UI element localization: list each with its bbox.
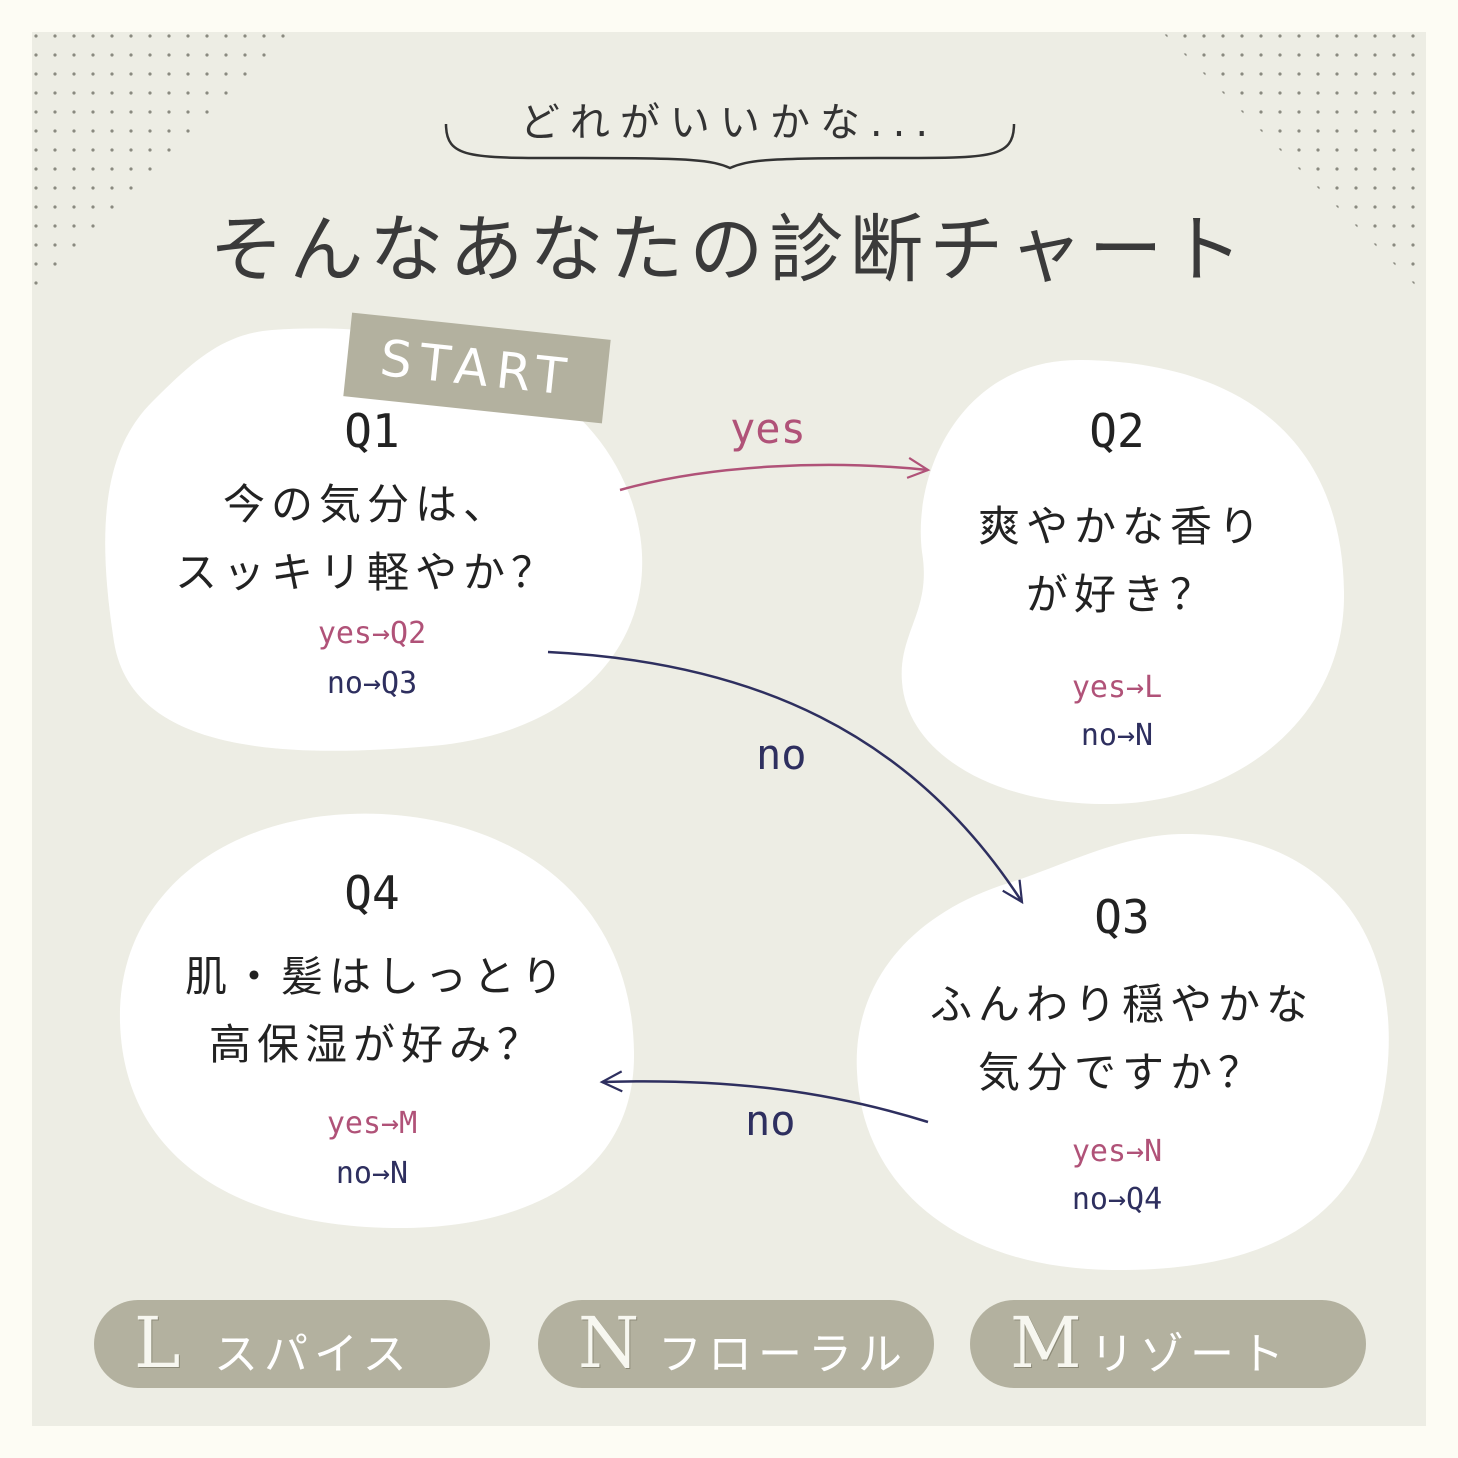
arrow-label-yes: yes bbox=[730, 404, 806, 453]
q2-yes-route: yes→L bbox=[1071, 670, 1163, 705]
q1-yes-route: yes→Q2 bbox=[317, 616, 427, 651]
q2-line2: が好き？ bbox=[1025, 570, 1218, 619]
q4-no-route: no→N bbox=[335, 1156, 409, 1191]
q2-number: Q2 bbox=[1089, 404, 1145, 458]
q1-line1: 今の気分は、 bbox=[222, 480, 511, 529]
dot-pattern-right bbox=[1162, 32, 1426, 297]
arrow-label-no-q3-q4: no bbox=[745, 1096, 796, 1145]
subtitle: どれがいいかな... bbox=[519, 100, 939, 146]
arrow-q1-q2 bbox=[619, 457, 931, 492]
dot-pattern-left bbox=[32, 32, 297, 297]
legend-item-n: N フローラル bbox=[538, 1300, 934, 1388]
legend-label: スパイス bbox=[214, 1329, 413, 1380]
q3-no-route: no→Q4 bbox=[1071, 1182, 1163, 1217]
q1-no-route: no→Q3 bbox=[326, 666, 418, 701]
q2-blob bbox=[901, 359, 1345, 805]
q4-line2: 高保湿が好み？ bbox=[208, 1020, 545, 1069]
legend-letter: M bbox=[1010, 1302, 1082, 1384]
legend-letter: N bbox=[578, 1302, 640, 1384]
q4-number: Q4 bbox=[344, 866, 400, 920]
q4-line1: 肌・髪はしっとり bbox=[184, 952, 569, 1001]
q2-line1: 爽やかな香り bbox=[977, 502, 1266, 551]
legend-item-m: M リゾート bbox=[970, 1300, 1366, 1388]
diagram-canvas: どれがいいかな... そんなあなたの診断チャート START Q1 今の気分 bbox=[32, 32, 1426, 1426]
arrow-label-no-q1-q3: no bbox=[756, 730, 807, 779]
legend-letter: L bbox=[134, 1302, 181, 1384]
q3-yes-route: yes→N bbox=[1071, 1134, 1163, 1169]
q1-number: Q1 bbox=[344, 404, 400, 458]
curly-brace-decoration bbox=[444, 123, 1016, 170]
q2-no-route: no→N bbox=[1080, 718, 1154, 753]
q4-yes-route: yes→M bbox=[326, 1106, 418, 1141]
legend-label: リゾート bbox=[1090, 1329, 1290, 1380]
page-title: そんなあなたの診断チャート bbox=[209, 207, 1249, 293]
q3-line1: ふんわり穏やかな bbox=[929, 980, 1314, 1029]
q4-blob bbox=[119, 813, 635, 1229]
arrow-q3-q4 bbox=[599, 1070, 929, 1124]
q1-blob bbox=[105, 328, 643, 751]
q3-blob bbox=[856, 833, 1389, 1271]
legend-item-l: L スパイス bbox=[94, 1300, 490, 1388]
q3-line2: 気分ですか？ bbox=[977, 1048, 1266, 1097]
diagram-shapes bbox=[105, 328, 1389, 1271]
arrow-q1-q3 bbox=[547, 650, 1024, 905]
q3-number: Q3 bbox=[1094, 890, 1150, 944]
q1-line2: スッキリ軽やか？ bbox=[174, 548, 559, 597]
legend-label: フローラル bbox=[658, 1329, 908, 1380]
